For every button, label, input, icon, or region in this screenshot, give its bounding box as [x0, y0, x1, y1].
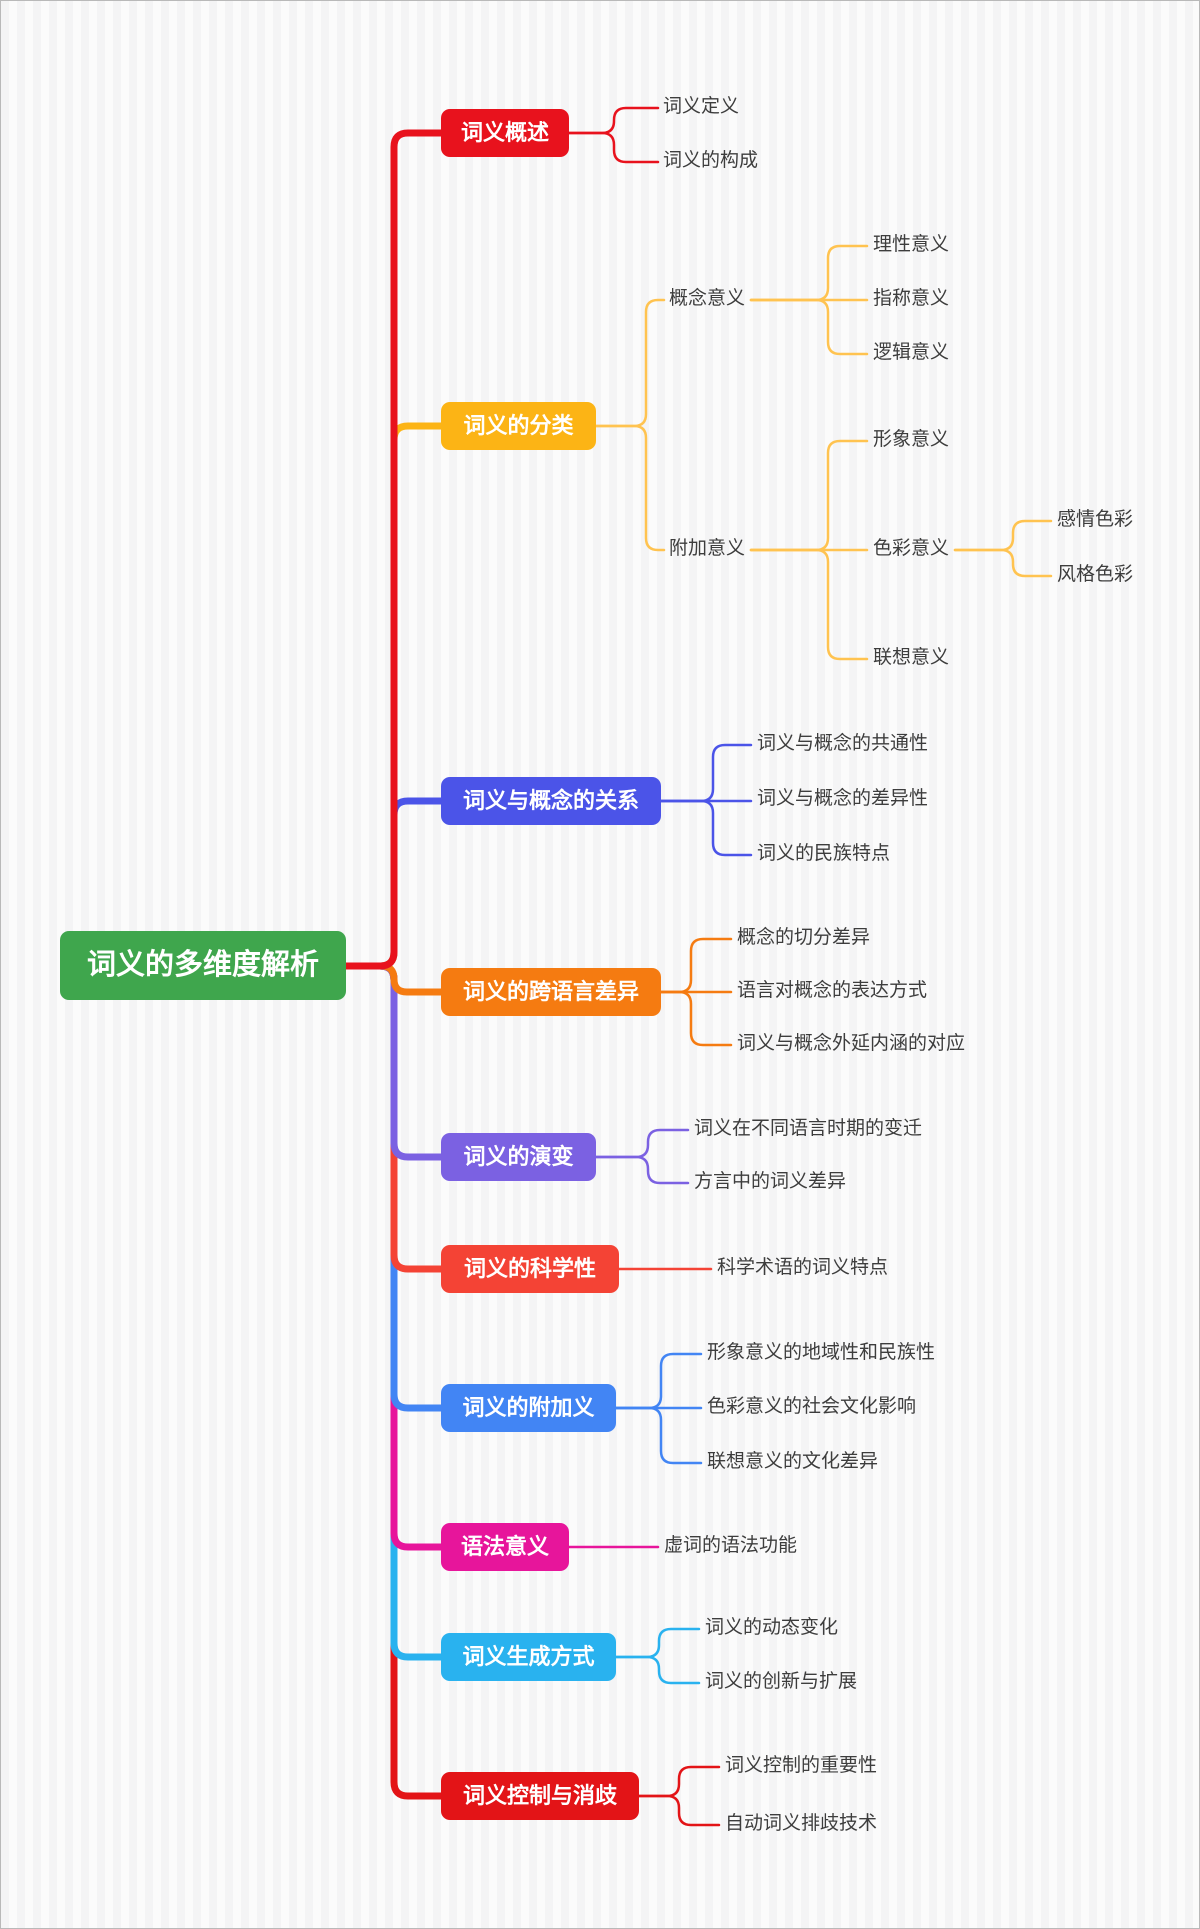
connector-b3-c1	[659, 743, 753, 803]
subtopic-3-1[interactable]: 词义与概念的共通性	[757, 733, 929, 755]
subtopic-2-1-2[interactable]: 指称意义	[873, 288, 950, 310]
connector-b2-c2	[594, 424, 666, 552]
branch-node-3[interactable]: 词义与概念的关系	[441, 777, 661, 825]
branch-node-6[interactable]: 词义的科学性	[441, 1245, 619, 1293]
subtopic-10-2[interactable]: 自动词义排歧技术	[725, 1813, 878, 1835]
connector-b5-c2	[594, 1155, 690, 1185]
branch-node-9[interactable]: 词义生成方式	[441, 1633, 616, 1681]
connector-b5-c1	[594, 1128, 690, 1159]
subtopic-1-1[interactable]: 词义定义	[663, 96, 740, 118]
connector-branch-5	[342, 962, 445, 1161]
connector-b9-c2	[614, 1655, 701, 1685]
connector-b2-c2-g3	[749, 548, 869, 661]
subtopic-1-2[interactable]: 词义的构成	[663, 150, 759, 172]
connector-b10-c2	[637, 1794, 721, 1827]
subtopic-10-1[interactable]: 词义控制的重要性	[725, 1755, 878, 1777]
connector-b9-c1	[614, 1627, 701, 1659]
subtopic-2-1-1[interactable]: 理性意义	[873, 234, 950, 256]
connector-b2-c1-g1	[749, 244, 869, 302]
subtopic-9-2[interactable]: 词义的创新与扩展	[705, 1671, 858, 1693]
connector-b2-c1-g3	[749, 298, 869, 356]
connector-b2-c1	[594, 298, 666, 428]
subtopic-2-2-2[interactable]: 色彩意义	[873, 538, 950, 560]
subtopic-4-3[interactable]: 词义与概念外延内涵的对应	[737, 1033, 966, 1055]
connector-b2-color-g2	[953, 548, 1053, 578]
subtopic-2-2-2-1[interactable]: 感情色彩	[1057, 509, 1134, 531]
branch-node-2[interactable]: 词义的分类	[441, 402, 596, 450]
subtopic-2-2-3[interactable]: 联想意义	[873, 647, 950, 669]
connector-branch-8	[342, 962, 445, 1551]
subtopic-8-1[interactable]: 虚词的语法功能	[664, 1535, 798, 1557]
subtopic-7-1[interactable]: 形象意义的地域性和民族性	[707, 1342, 936, 1364]
connector-branch-10	[342, 962, 445, 1800]
subtopic-7-3[interactable]: 联想意义的文化差异	[707, 1451, 879, 1473]
subtopic-7-2[interactable]: 色彩意义的社会文化影响	[707, 1396, 917, 1418]
subtopic-2-2[interactable]: 附加意义	[669, 538, 746, 560]
subtopic-3-3[interactable]: 词义的民族特点	[757, 843, 891, 865]
subtopic-3-2[interactable]: 词义与概念的差异性	[757, 788, 929, 810]
subtopic-6-1[interactable]: 科学术语的词义特点	[717, 1257, 889, 1279]
subtopic-2-1-3[interactable]: 逻辑意义	[873, 342, 950, 364]
connector-b2-c2-g1	[749, 439, 869, 552]
subtopic-4-2[interactable]: 语言对概念的表达方式	[737, 980, 928, 1002]
branch-node-5[interactable]: 词义的演变	[441, 1133, 596, 1181]
connector-b7-c1	[614, 1352, 703, 1410]
subtopic-2-2-1[interactable]: 形象意义	[873, 429, 950, 451]
connector-b4-c1	[659, 937, 733, 994]
subtopic-2-2-2-2[interactable]: 风格色彩	[1057, 564, 1134, 586]
connector-b10-c1	[637, 1765, 721, 1798]
connector-b1-c1	[567, 106, 660, 135]
connector-b3-c3	[659, 799, 753, 857]
connector-b2-color-g1	[953, 519, 1053, 552]
connector-branch-7	[342, 962, 445, 1412]
subtopic-4-1[interactable]: 概念的切分差异	[737, 927, 871, 949]
connector-b1-c2	[567, 131, 660, 164]
connector-branch-6	[342, 962, 445, 1273]
branch-node-8[interactable]: 语法意义	[441, 1523, 569, 1571]
connector-branch-9	[342, 962, 445, 1661]
subtopic-5-1[interactable]: 词义在不同语言时期的变迁	[694, 1118, 923, 1140]
subtopic-2-1[interactable]: 概念意义	[669, 288, 746, 310]
subtopic-9-1[interactable]: 词义的动态变化	[705, 1617, 839, 1639]
root-topic-node[interactable]: 词义的多维度解析	[60, 931, 346, 1000]
connector-branch-2	[342, 422, 445, 970]
branch-node-7[interactable]: 词义的附加义	[441, 1384, 616, 1432]
branch-node-4[interactable]: 词义的跨语言差异	[441, 968, 661, 1016]
branch-node-10[interactable]: 词义控制与消歧	[441, 1772, 639, 1820]
connector-branch-3	[342, 797, 445, 970]
connector-branch-1	[342, 129, 445, 970]
connector-b4-c3	[659, 990, 733, 1047]
branch-node-1[interactable]: 词义概述	[441, 109, 569, 157]
connector-branch-4	[342, 962, 445, 996]
subtopic-5-2[interactable]: 方言中的词义差异	[694, 1171, 847, 1193]
connector-b7-c3	[614, 1406, 703, 1465]
